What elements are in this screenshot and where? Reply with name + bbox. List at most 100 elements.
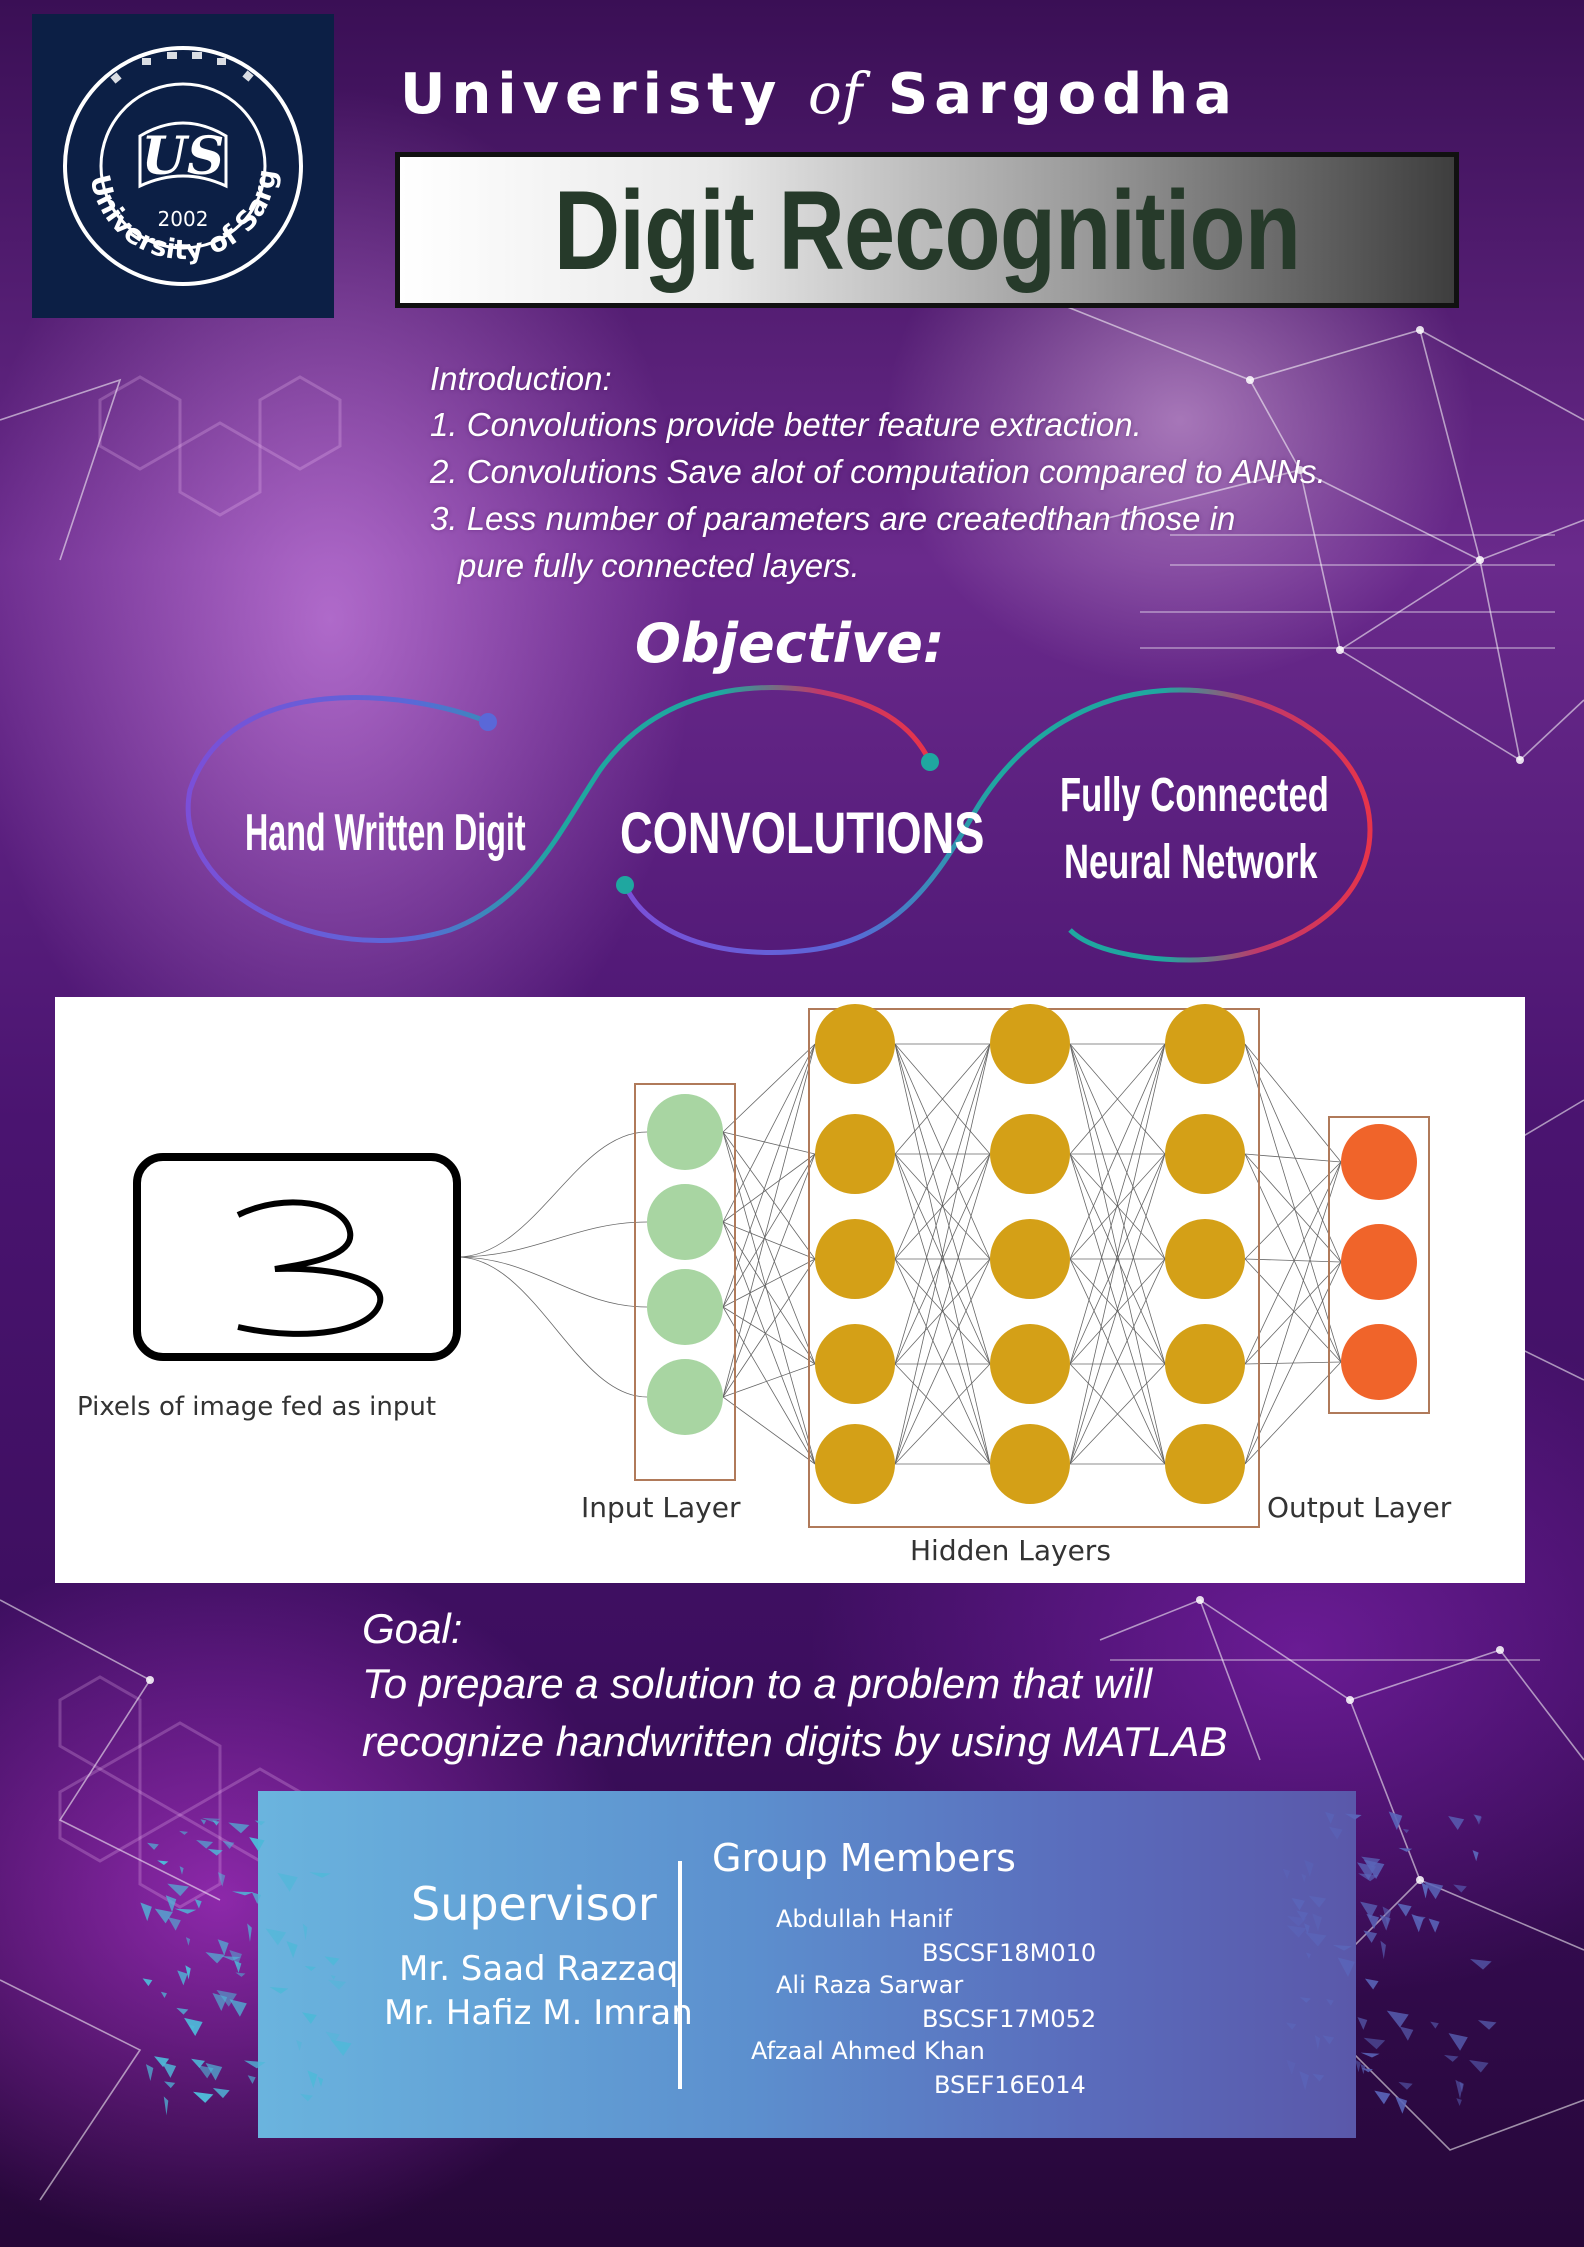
- left-splash-decoration: [140, 1817, 352, 2116]
- splash-fragment: [1472, 1850, 1479, 1862]
- splash-fragment: [185, 1937, 191, 1946]
- member-id-3: BSEF16E014: [934, 2071, 1086, 2099]
- connection-edge: [1069, 1043, 1166, 1465]
- hidden-node: [990, 1004, 1070, 1084]
- splash-fragment: [1398, 2081, 1413, 2090]
- splash-fragment: [1337, 1957, 1355, 1977]
- splash-fragment: [1332, 1944, 1352, 1951]
- hidden-node: [1165, 1219, 1245, 1299]
- splash-fragment: [296, 2040, 302, 2051]
- connection-edge: [722, 1258, 816, 1308]
- splash-fragment: [1411, 1914, 1424, 1933]
- connection-edge: [894, 1153, 991, 1465]
- credits-panel: Supervisor Mr. Saad Razzaq Mr. Hafiz M. …: [258, 1791, 1356, 2138]
- splash-fragment: [1455, 2079, 1464, 2099]
- splash-fragment: [217, 1939, 229, 1956]
- introduction-line-1: 1. Convolutions provide better feature e…: [430, 406, 1142, 443]
- connection-edge: [722, 1043, 816, 1398]
- splash-fragment: [1286, 2059, 1296, 2075]
- objective-handwritten-digit: Hand Written Digit: [245, 804, 526, 862]
- splash-fragment: [196, 1840, 214, 1849]
- splash-fragment: [327, 1979, 347, 1990]
- splash-fragment: [1428, 1918, 1440, 1933]
- splash-fragment: [205, 2063, 223, 2081]
- connection-edge: [1244, 1153, 1342, 1163]
- splash-fragment: [231, 1891, 254, 1896]
- input-node: [647, 1094, 723, 1170]
- splash-fragment: [309, 1872, 331, 1878]
- splash-fragment: [1312, 2073, 1325, 2082]
- hidden-node: [815, 1424, 895, 1504]
- splash-fragment: [1299, 2070, 1309, 2091]
- splash-fragment: [1360, 1901, 1378, 1919]
- hidden-node: [1165, 1324, 1245, 1404]
- connection-edge: [894, 1153, 991, 1260]
- splash-fragment: [1360, 2063, 1366, 2075]
- input-edge: [456, 1221, 648, 1258]
- supervisor-name-1: Mr. Saad Razzaq: [399, 1949, 679, 1989]
- splash-fragment: [249, 1837, 265, 1852]
- splash-fragment: [1301, 1873, 1307, 1883]
- digit-glyph: [236, 1199, 384, 1337]
- splash-fragment: [324, 1956, 340, 1966]
- splash-fragment: [192, 2091, 214, 2103]
- connection-edge: [1244, 1153, 1342, 1263]
- splash-fragment: [1402, 1828, 1410, 1834]
- supervisor-name-2: Mr. Hafiz M. Imran: [384, 1993, 693, 2033]
- connection-edge: [722, 1306, 816, 1365]
- splash-fragment: [1286, 1915, 1307, 1927]
- splash-fragment: [194, 1899, 202, 1909]
- splash-fragment: [174, 1908, 197, 1914]
- introduction-line-2: 2. Convolutions Save alot of computation…: [430, 453, 1326, 490]
- splash-fragment: [1299, 1997, 1311, 2003]
- member-name-1: Abdullah Hanif: [776, 1905, 953, 1933]
- connection-edge: [894, 1043, 991, 1465]
- output-node: [1341, 1224, 1417, 1300]
- splash-fragment: [1366, 1913, 1380, 1930]
- output-layer-label: Output Layer: [1267, 1491, 1452, 1524]
- hidden-node: [1165, 1004, 1245, 1084]
- splash-fragment: [1453, 1884, 1467, 1893]
- splash-fragment: [1308, 1895, 1327, 1908]
- splash-fragment: [1399, 2026, 1414, 2041]
- input-layer-frame: [634, 1083, 736, 1481]
- splash-fragment: [1363, 1930, 1378, 1943]
- splash-fragment: [1312, 1913, 1322, 1932]
- splash-fragment: [191, 2058, 205, 2069]
- splash-fragment: [1470, 1958, 1492, 1970]
- connection-edge: [722, 1131, 816, 1155]
- input-edge: [456, 1256, 648, 1308]
- splash-fragment: [1421, 1882, 1429, 1899]
- connection-edge: [1244, 1258, 1342, 1363]
- splash-fragment: [189, 2024, 195, 2031]
- connection-edge: [894, 1258, 991, 1465]
- splash-fragment: [207, 1848, 223, 1856]
- group-members-title: Group Members: [712, 1836, 1016, 1880]
- splash-fragment: [1360, 2052, 1380, 2058]
- splash-fragment: [247, 1923, 252, 1942]
- connection-edge: [1069, 1153, 1166, 1465]
- splash-fragment: [222, 1840, 235, 1849]
- output-node: [1341, 1124, 1417, 1200]
- connection-edge: [1069, 1043, 1166, 1260]
- splash-fragment: [302, 2012, 317, 2025]
- splash-fragment: [1448, 2033, 1468, 2051]
- input-edge: [456, 1256, 648, 1398]
- splash-fragment: [185, 1965, 191, 1980]
- splash-fragment: [157, 1860, 169, 1865]
- input-node: [647, 1269, 723, 1345]
- splash-fragment: [277, 1872, 298, 1892]
- splash-fragment: [165, 1895, 177, 1913]
- connection-edge: [722, 1153, 816, 1223]
- splash-fragment: [205, 1952, 225, 1964]
- hidden-node: [990, 1219, 1070, 1299]
- splash-fragment: [235, 1972, 246, 1977]
- objective-fully-connected: Fully Connected: [1060, 769, 1329, 822]
- splash-fragment: [179, 1866, 184, 1875]
- splash-fragment: [154, 1908, 173, 1924]
- splash-fragment: [1363, 2037, 1386, 2050]
- connection-edge: [722, 1131, 816, 1260]
- connection-edge: [1069, 1043, 1166, 1365]
- splash-fragment: [167, 1917, 181, 1931]
